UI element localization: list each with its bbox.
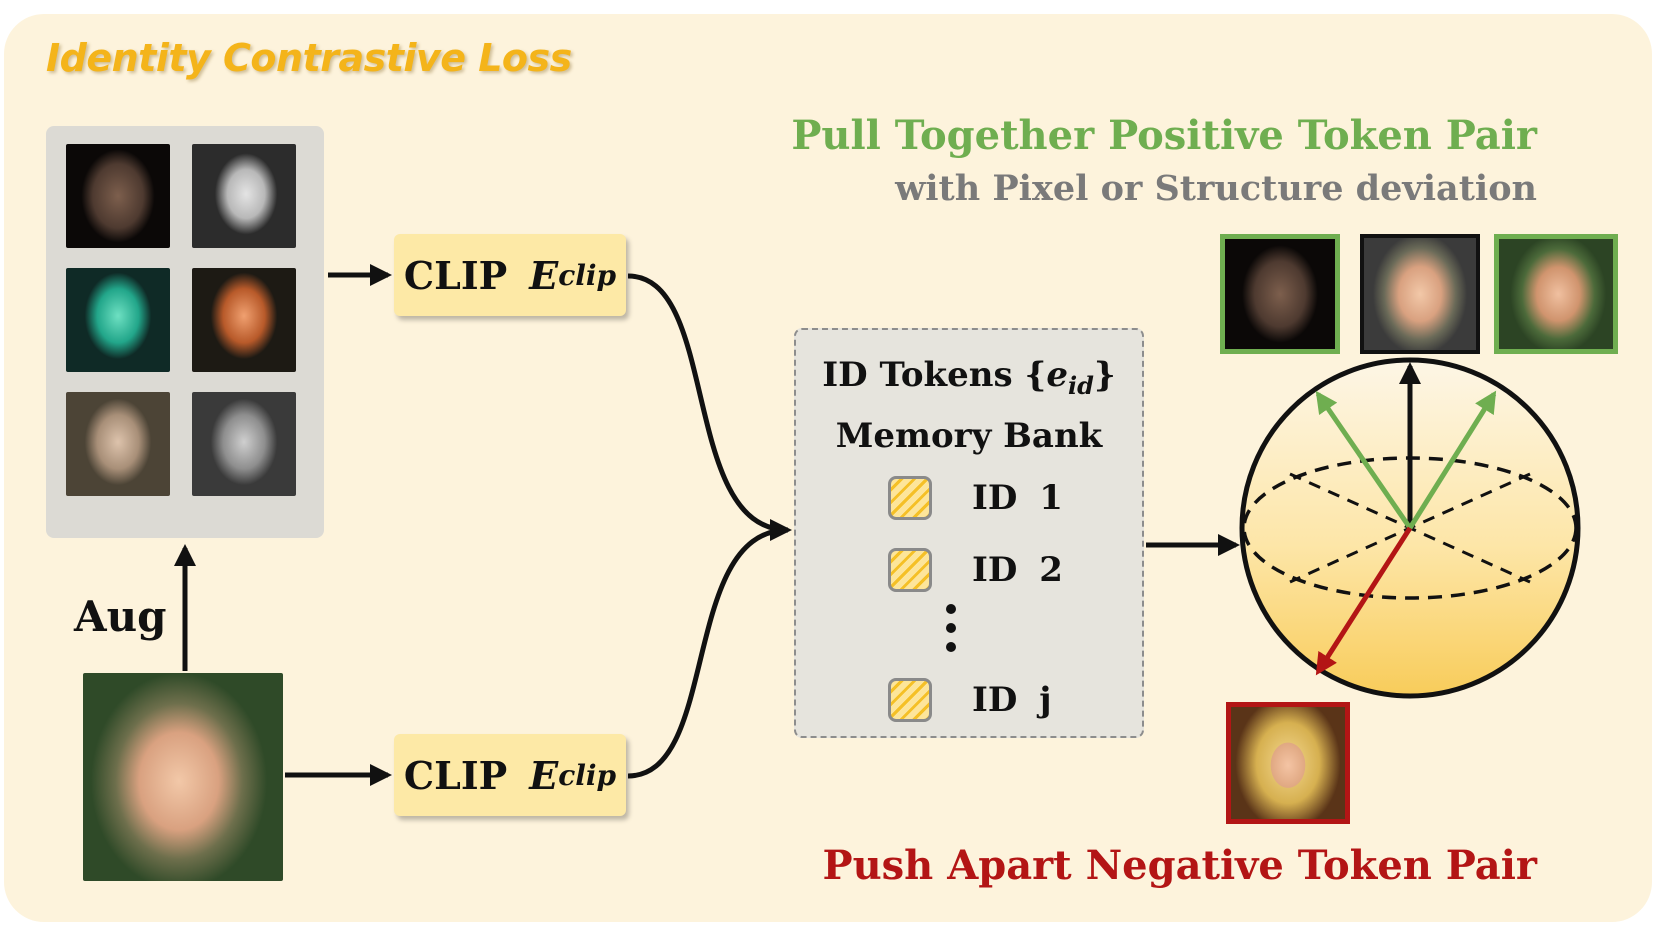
augmented-images-panel bbox=[46, 126, 324, 538]
embedding-sphere bbox=[1239, 357, 1581, 699]
clip-encoder-name: CLIP bbox=[403, 252, 508, 298]
id-token-row: ID 1 bbox=[888, 476, 1063, 520]
clip-encoder-symbol: E bbox=[529, 252, 559, 298]
memory-bank: ID Tokens {eid} Memory Bank ID 1 ID 2 ID… bbox=[794, 328, 1144, 738]
memory-bank-title: ID Tokens {eid} Memory Bank bbox=[796, 350, 1142, 461]
memory-bank-title-suffix: } bbox=[1093, 355, 1116, 395]
id-token-row: ID 2 bbox=[888, 548, 1063, 592]
id-token-chip bbox=[888, 476, 932, 520]
memory-bank-subscript: id bbox=[1067, 371, 1094, 400]
pull-together-text: Pull Together Positive Token Pair bbox=[791, 112, 1537, 159]
push-apart-text: Push Apart Negative Token Pair bbox=[822, 842, 1538, 889]
clip-encoder-symbol: E bbox=[529, 752, 559, 798]
aug-label: Aug bbox=[74, 592, 167, 641]
id-token-row: ID j bbox=[888, 678, 1052, 722]
original-face-image bbox=[83, 673, 283, 881]
clip-encoder-subscript: clip bbox=[558, 758, 617, 792]
id-token-label: ID 1 bbox=[972, 478, 1063, 518]
memory-bank-symbol: eid bbox=[1046, 355, 1094, 400]
ellipsis-dots bbox=[946, 604, 958, 661]
aug-face-warm bbox=[192, 268, 296, 372]
negative-thumb bbox=[1226, 702, 1350, 824]
id-token-chip bbox=[888, 678, 932, 722]
positive-thumb-color bbox=[1494, 234, 1618, 354]
anchor-thumb bbox=[1360, 234, 1480, 354]
aug-face-sepia bbox=[66, 392, 170, 496]
id-token-label: ID 2 bbox=[972, 550, 1063, 590]
clip-encoder-name: CLIP bbox=[403, 752, 508, 798]
id-token-label: ID j bbox=[972, 680, 1052, 720]
diagram-title: Identity Contrastive Loss bbox=[46, 36, 572, 80]
memory-bank-title-line2: Memory Bank bbox=[835, 416, 1103, 456]
memory-bank-title-prefix: ID Tokens { bbox=[822, 355, 1047, 395]
aug-face-grayscale bbox=[192, 392, 296, 496]
id-token-chip bbox=[888, 548, 932, 592]
clip-encoder-subscript: clip bbox=[558, 258, 617, 292]
aug-face-teal bbox=[66, 268, 170, 372]
connector-bottom-to-bank bbox=[627, 527, 789, 779]
pull-together-subtext: with Pixel or Structure deviation bbox=[895, 168, 1537, 209]
connector-top-to-bank bbox=[627, 273, 792, 541]
aug-face-dark bbox=[66, 144, 170, 248]
positive-thumb-dark bbox=[1220, 234, 1340, 354]
aug-face-noisy-gray bbox=[192, 144, 296, 248]
